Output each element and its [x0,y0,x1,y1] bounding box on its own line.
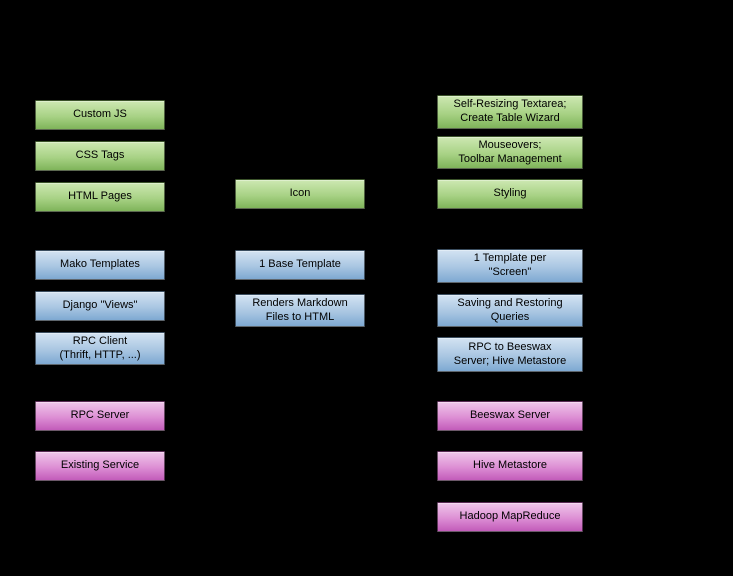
box-base-template: 1 Base Template [235,250,365,280]
box-existing-service: Existing Service [35,451,165,481]
box-saving-queries: Saving and Restoring Queries [437,294,583,327]
box-custom-js: Custom JS [35,100,165,130]
box-renders-markdown: Renders Markdown Files to HTML [235,294,365,327]
box-css-tags: CSS Tags [35,141,165,171]
box-icon: Icon [235,179,365,209]
box-html-pages: HTML Pages [35,182,165,212]
box-mouseovers: Mouseovers; Toolbar Management [437,136,583,169]
box-mako-templates: Mako Templates [35,250,165,280]
box-django-views: Django "Views" [35,291,165,321]
box-template-per-screen: 1 Template per "Screen" [437,249,583,283]
box-rpc-client: RPC Client (Thrift, HTTP, ...) [35,332,165,365]
box-self-resizing-textarea: Self-Resizing Textarea; Create Table Wiz… [437,95,583,129]
box-rpc-server: RPC Server [35,401,165,431]
box-hive-metastore: Hive Metastore [437,451,583,481]
box-hadoop-mapreduce: Hadoop MapReduce [437,502,583,532]
box-beeswax-server: Beeswax Server [437,401,583,431]
box-rpc-beeswax: RPC to Beeswax Server; Hive Metastore [437,337,583,372]
box-styling: Styling [437,179,583,209]
